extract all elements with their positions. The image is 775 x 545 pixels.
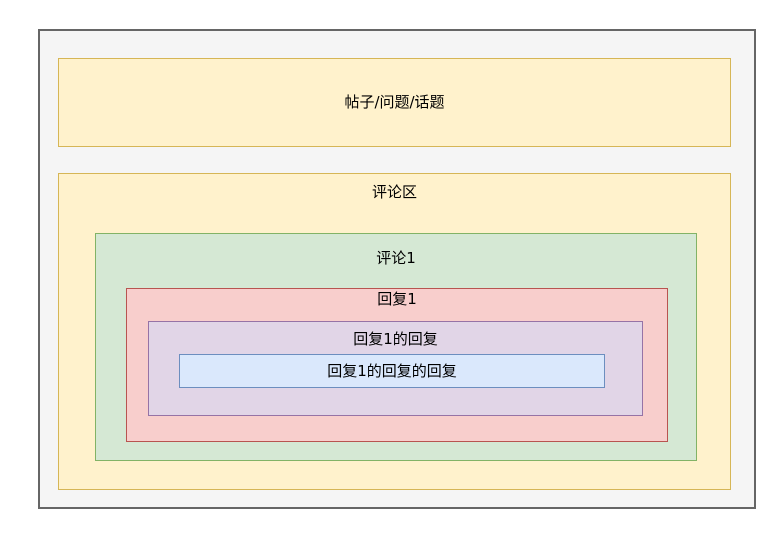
comment-area-label: 评论区 (371, 183, 417, 201)
reply-of-reply-of-reply-label: 回复1的回复的回复 (327, 361, 457, 380)
reply-of-reply-label: 回复1的回复 (353, 330, 438, 348)
comment-area-box: 评论区 评论1 回复1 回复1的回复 回复1的回复的回复 (58, 173, 731, 490)
reply-of-reply-of-reply-box: 回复1的回复的回复 (179, 354, 605, 388)
reply-of-reply-box: 回复1的回复 回复1的回复的回复 (148, 321, 643, 416)
reply1-label: 回复1 (377, 290, 417, 308)
diagram-outer-container: 帖子/问题/话题 评论区 评论1 回复1 回复1的回复 回复1的回复的回复 (38, 29, 756, 509)
topic-label: 帖子/问题/话题 (344, 93, 445, 111)
comment1-box: 评论1 回复1 回复1的回复 回复1的回复的回复 (95, 233, 697, 461)
topic-box: 帖子/问题/话题 (58, 58, 731, 147)
comment1-label: 评论1 (376, 249, 416, 267)
reply1-box: 回复1 回复1的回复 回复1的回复的回复 (126, 288, 668, 442)
